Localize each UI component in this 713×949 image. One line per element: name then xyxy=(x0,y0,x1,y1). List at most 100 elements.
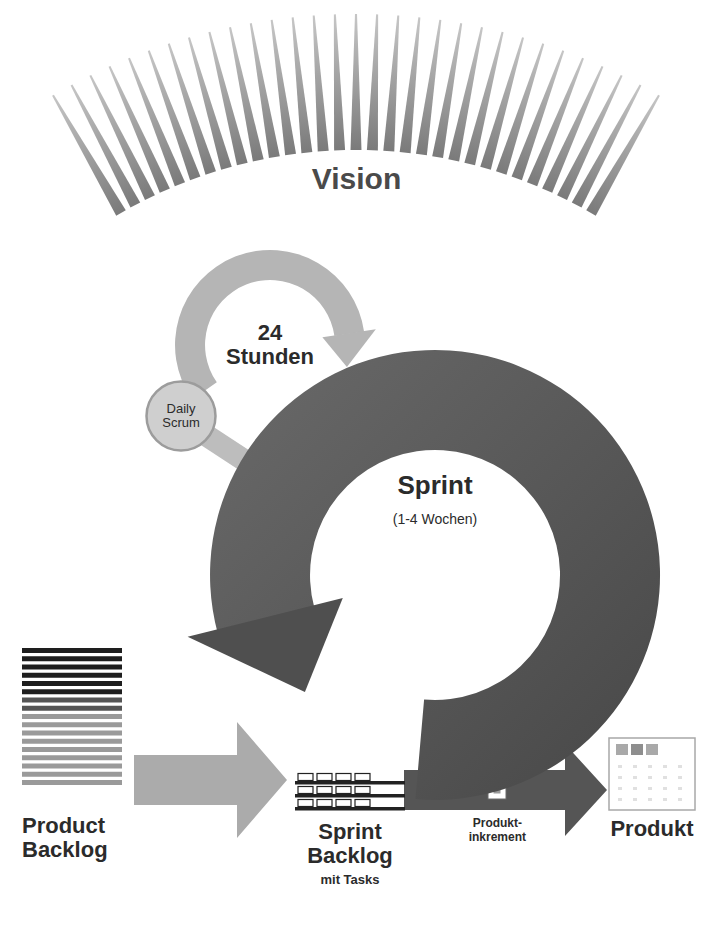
product: Produkt xyxy=(608,737,703,841)
backlog-item-bar xyxy=(22,681,122,686)
flow-arrow xyxy=(134,722,287,838)
product-placeholder-dot xyxy=(663,798,667,801)
text-group: Daily Scrum xyxy=(145,380,217,452)
backlog-item-bar xyxy=(22,648,122,653)
task-card xyxy=(336,774,351,781)
increment-label: Produkt- inkrement xyxy=(457,816,537,845)
text-group: Produkt xyxy=(608,817,696,841)
product-placeholder-dot xyxy=(678,787,682,790)
backlog-item-bar xyxy=(22,780,122,785)
vision-ray xyxy=(204,31,248,166)
task-card xyxy=(298,800,313,807)
product-placeholder-dot xyxy=(663,776,667,779)
vision-ray xyxy=(448,26,487,161)
backlog-item-bar xyxy=(22,698,122,703)
increment-square xyxy=(494,787,501,794)
task-card xyxy=(298,774,313,781)
backlog-item-bar xyxy=(22,755,122,760)
vision-ray xyxy=(586,92,664,215)
text-group: Product Backlog xyxy=(22,814,130,862)
artifact-name: Produkt xyxy=(608,817,696,841)
task-card xyxy=(355,787,370,794)
text-group: Sprint (1-4 Wochen) xyxy=(335,471,535,528)
backlog-item-bar xyxy=(22,689,122,694)
task-bar xyxy=(295,794,405,798)
text-group: Sprint Backlog mit Tasks xyxy=(288,820,412,888)
artifact-name: Sprint Backlog xyxy=(288,820,412,868)
vision-title: Vision xyxy=(312,162,401,195)
task-card xyxy=(336,800,351,807)
vision-ray xyxy=(367,14,383,150)
vision-title-holder: Vision xyxy=(0,162,713,195)
task-bar xyxy=(295,781,405,785)
product-placeholder-dot xyxy=(633,776,637,779)
product-backlog: Product Backlog xyxy=(22,648,130,862)
backlog-item-bar xyxy=(22,764,122,769)
sprint-backlog: Sprint Backlog mit Tasks xyxy=(288,772,412,888)
daily-scrum-disc xyxy=(147,382,216,451)
product-box xyxy=(608,737,696,811)
task-card xyxy=(317,787,332,794)
backlog-stack xyxy=(22,648,122,788)
product-placeholder-dot xyxy=(618,798,622,801)
cycle-duration: 24 Stunden xyxy=(215,321,325,369)
product-feature-square xyxy=(631,744,643,755)
product-placeholder-dot xyxy=(648,798,652,801)
product-placeholder-dot xyxy=(633,787,637,790)
vision-ray xyxy=(225,26,264,161)
task-card xyxy=(355,774,370,781)
increment-label-holder: Produkt- inkrement xyxy=(457,816,537,845)
backlog-item-bar xyxy=(22,739,122,744)
backlog-item-bar xyxy=(22,772,122,777)
task-card xyxy=(355,800,370,807)
backlog-item-bar xyxy=(22,747,122,752)
sprint-backlog-tasks xyxy=(295,772,405,812)
increment-frame xyxy=(488,781,506,799)
product-placeholder-dot xyxy=(633,765,637,768)
product-placeholder-dot xyxy=(648,776,652,779)
backlog-item-bar xyxy=(22,731,122,736)
vision-ray xyxy=(308,15,328,151)
product-placeholder-dot xyxy=(618,787,622,790)
vision-ray xyxy=(329,14,345,150)
product-feature-square xyxy=(616,744,628,755)
product-frame xyxy=(609,738,695,810)
product-placeholder-dot xyxy=(663,765,667,768)
product-placeholder-dot xyxy=(678,776,682,779)
vision-ray xyxy=(266,19,296,155)
product-placeholder-dot xyxy=(618,765,622,768)
product-placeholder-dot xyxy=(663,787,667,790)
backlog-item-bar xyxy=(22,722,122,727)
task-card xyxy=(336,787,351,794)
vision-ray xyxy=(464,31,508,166)
sprint-ring-band xyxy=(210,350,660,800)
vision-ray xyxy=(383,15,403,151)
product-feature-square xyxy=(646,744,658,755)
backlog-item-bar xyxy=(22,673,122,678)
event-name: Daily Scrum xyxy=(152,402,210,431)
task-card xyxy=(317,800,332,807)
vision-ray xyxy=(351,14,362,150)
artifact-name: Product Backlog xyxy=(22,814,130,862)
vision-ray xyxy=(287,17,312,153)
artifact-note: mit Tasks xyxy=(288,872,412,888)
product-placeholder-dot xyxy=(633,798,637,801)
backlog-item-bar xyxy=(22,706,122,711)
phase-duration: (1-4 Wochen) xyxy=(335,511,535,528)
flow-arrow-shape xyxy=(134,722,287,838)
phase-name: Sprint xyxy=(335,471,535,501)
backlog-item-bar xyxy=(22,656,122,661)
task-card xyxy=(317,774,332,781)
daily-scrum-circle: Daily Scrum xyxy=(145,380,217,452)
product-placeholder-dot xyxy=(678,798,682,801)
task-card xyxy=(298,787,313,794)
backlog-item-bar xyxy=(22,665,122,670)
product-placeholder-dot xyxy=(678,765,682,768)
cycle-duration-holder: 24 Stunden xyxy=(215,321,325,369)
product-placeholder-dot xyxy=(648,765,652,768)
backlog-item-bar xyxy=(22,714,122,719)
task-bar xyxy=(295,807,405,811)
product-placeholder-dot xyxy=(648,787,652,790)
sprint-ring-arrowhead xyxy=(188,598,343,692)
